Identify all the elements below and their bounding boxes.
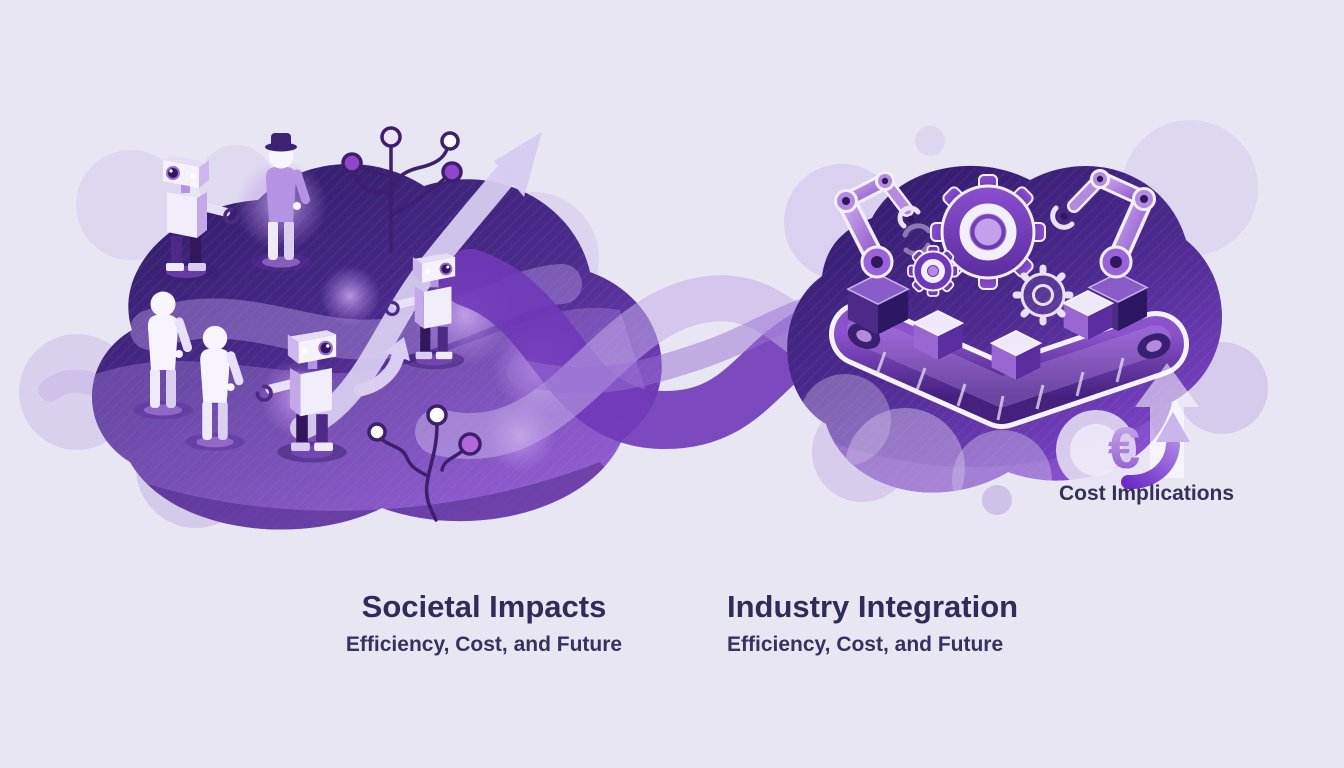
claw-gripper-icon <box>897 205 921 229</box>
small-growth-arrow-icon <box>353 337 410 397</box>
societal-title: Societal Impacts <box>362 589 607 624</box>
industry-title: Industry Integration <box>727 589 1018 624</box>
network-tree-icon-top <box>341 126 463 254</box>
industry-subtitle: Efficiency, Cost, and Future <box>727 633 1003 656</box>
euro-icon: € <box>1108 416 1140 481</box>
gear-icon-small <box>907 245 959 297</box>
belt-roller-right <box>1137 333 1171 359</box>
up-arrow-icon <box>1135 363 1199 478</box>
cost-implications-group: € Cost Implications <box>1056 363 1234 505</box>
network-tree-icon-bottom <box>367 404 482 522</box>
belt-slats <box>875 351 1125 421</box>
gear-icon-outline <box>1012 264 1074 326</box>
caption-texts: Societal Impacts Efficiency, Cost, and F… <box>346 589 1018 656</box>
societal-subtitle: Efficiency, Cost, and Future <box>346 633 622 656</box>
conveyor-belt-icon <box>829 301 1189 429</box>
robotic-arm-icon-left <box>834 171 921 279</box>
gear-icon-large <box>930 174 1046 290</box>
hat-icon <box>265 133 297 152</box>
robotic-arm-icon-right <box>1050 169 1156 279</box>
curved-growth-arrow-icon <box>1121 412 1190 489</box>
claw-gripper-icon <box>1050 205 1075 230</box>
cost-implications-label: Cost Implications <box>1059 482 1234 505</box>
figures-group <box>133 133 466 465</box>
